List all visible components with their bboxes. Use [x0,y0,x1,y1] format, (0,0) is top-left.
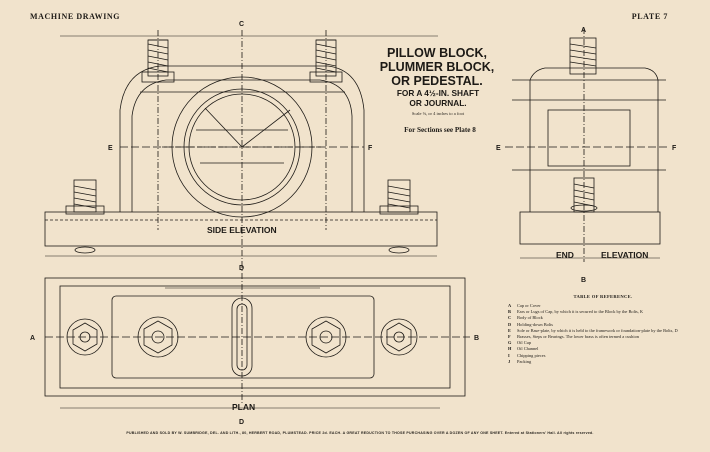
reference-key: B [508,309,511,315]
mark-d-mid: D [239,265,244,272]
publisher-footer: PUBLISHED AND SOLD BY W. SUMBRIDGE, DEL.… [126,431,594,435]
reference-key: C [508,315,512,321]
mark-a-plan: A [30,335,35,342]
elevation-label: ELEVATION [601,250,648,260]
mark-b-plan: B [474,335,479,342]
reference-text: Holding-down Bolts [517,321,553,327]
reference-row: E Sole or Base-plate, by which it is held… [508,328,698,334]
reference-text: Body of Block [517,315,543,321]
subtitle-line-1: FOR A 4½-IN. SHAFT [396,88,480,98]
title-line-3: OR PEDESTAL. [391,74,483,88]
reference-text: Oil Cup [517,340,532,346]
reference-key: F [508,334,511,340]
scale-note: Scale ⅛, or 4 inches to a foot [411,111,465,116]
reference-row: D Holding-down Bolts [508,322,698,328]
end-sole-plate [519,211,661,245]
reference-key: H [508,346,512,352]
title-line-1: PILLOW BLOCK, [387,46,487,60]
mark-f-side: F [368,145,373,152]
block-body [119,65,365,212]
mark-c-top: C [239,21,244,28]
subtitle-line-2: OR JOURNAL. [409,98,467,108]
reference-title: TABLE OF REFERENCE. [573,294,633,299]
nut-far-right [380,318,418,356]
reference-row: G Oil Cup [508,340,698,346]
reference-row: I Chipping pieces [508,353,698,359]
reference-key: I [508,352,510,358]
mark-d-bottom: D [239,419,244,426]
side-elevation-view [44,30,438,262]
reference-text: Oil Channel [517,346,539,352]
plate-number: PLATE 7 [631,12,668,21]
reference-text: Packing [517,358,532,364]
reference-text: Sole or Base-plate, by which it is held … [517,327,678,333]
sole-plate [44,211,438,247]
reference-row: J Packing [508,359,698,365]
reference-text: Cap or Cover [517,303,541,308]
reference-row: F Brasses, Steps or Bearings. The lower b… [508,334,698,340]
reference-key: G [508,340,512,346]
mark-f-end: F [672,145,677,152]
reference-key: A [508,303,512,308]
reference-row: H Oil Channel [508,346,698,352]
end-cap-bolt [569,37,597,75]
reference-row: C Body of Block [508,315,698,321]
reference-key: D [508,321,512,327]
reference-key: E [508,327,511,333]
oil-channel [231,297,253,377]
title-line-2: PLUMMER BLOCK, [379,60,495,74]
reference-text: Brasses, Steps or Bearings. The lower br… [517,334,639,340]
nut-left [137,316,179,358]
header-left: MACHINE DRAWING [30,12,121,21]
plan-label: PLAN [232,402,255,412]
reference-text: Ears or Lugs of Cap, by which it is secu… [517,309,644,315]
mark-e-left: E [108,145,113,152]
plan-view [44,262,470,409]
drawing-title: PILLOW BLOCK, PLUMMER BLOCK, OR PEDESTAL… [372,46,502,88]
nut-right [305,316,347,358]
mark-b-end: B [581,277,586,284]
reference-table: TABLE OF REFERENCE. A Cap or Cover B Ears … [508,294,698,365]
drawing-subtitle: FOR A 4½-IN. SHAFT OR JOURNAL. [380,88,496,108]
reference-key: J [508,358,511,364]
reference-text: Chipping pieces [517,352,546,358]
sections-note: For Sections see Plate 8 [404,126,476,134]
side-elevation-label: SIDE ELEVATION [207,225,277,235]
end-elevation-view [505,28,670,262]
reference-row: B Ears or Lugs of Cap, by which it is sec… [508,309,698,315]
mark-e-end: E [496,145,501,152]
reference-row: A Cap or Cover [508,303,698,309]
end-label: END [556,250,574,260]
nut-far-left [66,318,104,356]
mark-a-end: A [581,27,586,34]
